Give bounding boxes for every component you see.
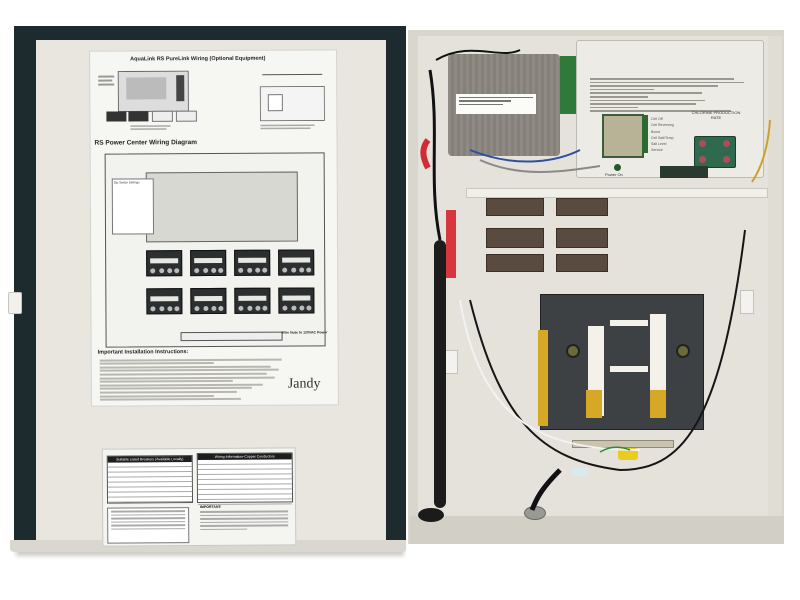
wire-label xyxy=(572,468,588,476)
relay xyxy=(556,228,608,248)
power-on-label: Power On xyxy=(605,172,623,177)
relay-terminal-block xyxy=(556,254,608,272)
black-conduit xyxy=(434,240,446,508)
bus-stab xyxy=(610,366,648,372)
power-indicator-led xyxy=(614,164,621,171)
transformer-label xyxy=(456,94,536,114)
mounting-screw xyxy=(676,344,690,358)
relay-terminal-block xyxy=(556,198,608,216)
wiring-diagram-sheet: AquaLink RS PureLink Wiring (Optional Eq… xyxy=(89,49,339,407)
red-wire-connectors xyxy=(446,210,456,278)
door-gasket-right xyxy=(386,26,406,540)
mounting-bracket xyxy=(740,290,754,314)
bus-stab xyxy=(610,320,648,326)
relay-terminal-block xyxy=(486,198,544,216)
door-gasket-top xyxy=(14,26,406,40)
lug-terminal-right xyxy=(650,390,666,418)
optional-equipment-diagram xyxy=(98,70,325,130)
lcd-display xyxy=(602,114,644,158)
cabinet-bottom xyxy=(410,516,784,544)
status-led-labels: Cell Off Cell Reversing Boost Cell Salt/… xyxy=(651,117,674,153)
relay-terminal-block xyxy=(486,254,544,272)
wire-nut xyxy=(618,448,638,460)
ribbon-connector xyxy=(660,166,708,178)
chlorine-rate-title: CHLORINE PRODUCTION RATE xyxy=(691,110,741,120)
relay xyxy=(486,228,544,248)
increase-button[interactable] xyxy=(699,140,706,147)
breaker-load-center xyxy=(540,294,704,430)
bus-bar-right xyxy=(650,314,666,414)
faceplate-instructions xyxy=(590,76,750,114)
door-gasket-left xyxy=(14,26,36,548)
lug-terminal-left xyxy=(586,390,602,418)
mounting-screw xyxy=(566,344,580,358)
boost-button[interactable] xyxy=(723,156,730,163)
door-latch xyxy=(8,292,22,314)
cabinet-side-wall xyxy=(768,36,782,536)
conduit-entry xyxy=(418,508,444,522)
auto-button[interactable] xyxy=(723,140,730,147)
chlorine-rate-keypad[interactable] xyxy=(694,136,736,168)
relay-shelf xyxy=(466,188,768,198)
decrease-button[interactable] xyxy=(699,156,706,163)
neutral-bar xyxy=(538,330,548,426)
status-led-strip xyxy=(642,115,648,153)
